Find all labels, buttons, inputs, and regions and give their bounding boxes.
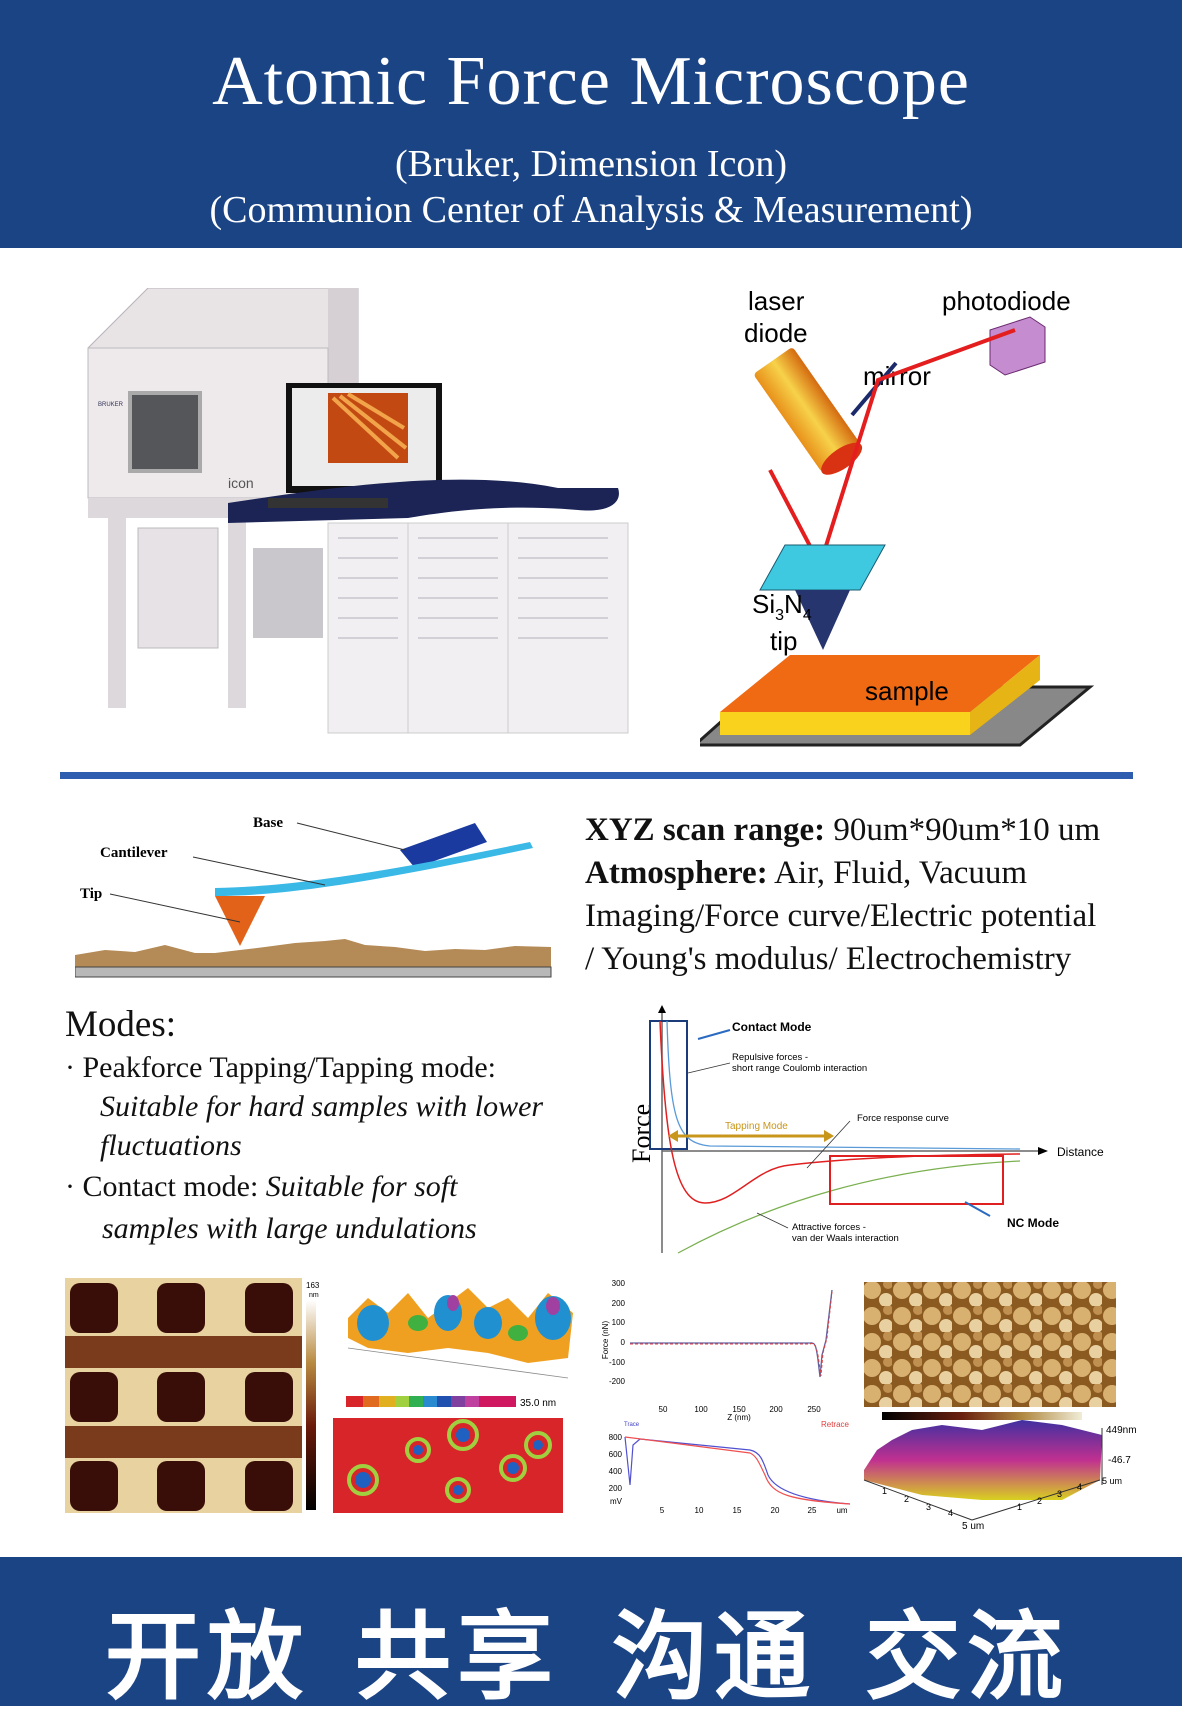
mode-tapping-desc: Suitable for hard samples with lower [100, 1090, 544, 1123]
svg-text:200: 200 [609, 1484, 623, 1493]
afm-3d-color-images: 35.0 nm [333, 1288, 573, 1513]
svg-text:-100: -100 [609, 1358, 626, 1367]
force-curve-plots: 300 200 100 0 -100 -200 Force (nN) 50 100 150 20… [601, 1280, 850, 1515]
svg-text:5: 5 [660, 1506, 665, 1515]
cantilever-diagram: Base Cantilever Tip [75, 815, 552, 978]
svg-text:200: 200 [612, 1299, 626, 1308]
trace-yticks: 800 600 400 200 mV [609, 1433, 623, 1506]
scale-unit-label: nm [309, 1292, 319, 1299]
x-axis-label: Distance [1057, 1145, 1104, 1159]
tip-label: Tip [80, 886, 102, 902]
y-axis-label: Force [627, 1104, 656, 1163]
svg-text:800: 800 [609, 1433, 623, 1442]
mode-tapping: · Peakforce Tapping/Tapping mode: [65, 1051, 496, 1084]
modes-heading: Modes: [65, 1004, 176, 1045]
sample-label: sample [865, 676, 949, 706]
spec-functions: Imaging/Force curve/Electric potential [585, 898, 1097, 934]
svg-text:mV: mV [610, 1497, 623, 1506]
svg-text:3: 3 [926, 1502, 931, 1512]
afm-schematic: laser diode photodiode mirror Si3N4 tip … [700, 286, 1095, 747]
nc-mode-label: NC Mode [1007, 1216, 1059, 1230]
mode-contact-desc: samples with large undulations [102, 1212, 477, 1245]
svg-text:10: 10 [695, 1506, 704, 1515]
attractive-label: Attractive forces - [792, 1222, 866, 1233]
spec-functions-2: / Young's modulus/ Electrochemistry [585, 941, 1072, 977]
svg-text:50: 50 [659, 1405, 668, 1414]
repulsive-label-2: short range Coulomb interaction [732, 1063, 867, 1074]
spec-atmosphere: Atmosphere: Air, Fluid, Vacuum [585, 855, 1028, 891]
svg-text:400: 400 [609, 1467, 623, 1476]
base-label: Base [253, 815, 283, 831]
svg-text:2: 2 [904, 1494, 909, 1504]
poster-title: Atomic Force Microscope [212, 43, 970, 120]
slogan-open: 开放 [105, 1600, 309, 1713]
svg-text:100: 100 [612, 1318, 626, 1327]
svg-text:200: 200 [769, 1405, 783, 1414]
scale-max-label: 163.7 [306, 1281, 320, 1290]
header-banner: Atomic Force Microscope (Bruker, Dimensi… [0, 0, 1182, 248]
brand-label: BRUKER [98, 402, 124, 408]
divider [60, 772, 1133, 779]
afm-topography-images: 449nm -46.7 1 2 3 4 5 um 1 2 3 4 5 um [863, 1282, 1137, 1532]
svg-text:20: 20 [771, 1506, 780, 1515]
svg-text:250: 250 [807, 1405, 821, 1414]
mode-contact: · Contact mode: Suitable for soft [65, 1170, 458, 1203]
svg-text:15: 15 [733, 1506, 742, 1515]
photodiode-label: photodiode [942, 286, 1071, 316]
svg-text:-200: -200 [609, 1377, 626, 1386]
cantilever-label: Cantilever [100, 845, 168, 861]
svg-text:25: 25 [808, 1506, 817, 1515]
slogan-exchange: 交流 [865, 1600, 1069, 1713]
laser-label: laser [748, 286, 805, 316]
svg-text:100: 100 [694, 1405, 708, 1414]
trace-label: Trace [624, 1422, 640, 1428]
trace-xticks: 5 10 15 20 25 um [660, 1506, 848, 1515]
slogan-communicate: 沟通 [612, 1600, 816, 1713]
footer-banner: 开放 共享 沟通 交流 [0, 1557, 1182, 1713]
subtitle-center: (Communion Center of Analysis & Measurem… [209, 189, 973, 231]
svg-text:300: 300 [612, 1280, 626, 1288]
svg-text:um: um [836, 1506, 847, 1515]
z-axis-label: Z (nm) [727, 1413, 751, 1422]
afm-image-grid: 163.7 nm [65, 1278, 320, 1513]
force-axis-label: Force (nN) [601, 1321, 610, 1360]
svg-text:600: 600 [609, 1450, 623, 1459]
tapping-mode-label: Tapping Mode [725, 1121, 788, 1132]
model-label: icon [228, 475, 254, 491]
diode-label: diode [744, 318, 808, 348]
y-axis-ticks: 1 2 3 4 5 um [1017, 1476, 1122, 1512]
force-curve-xticks: 50 100 150 200 250 [659, 1405, 822, 1414]
svg-text:150: 150 [732, 1405, 746, 1414]
svg-text:4: 4 [948, 1508, 953, 1518]
tip-material-label: Si3N4 [752, 589, 812, 624]
retrace-label: Retrace [821, 1420, 850, 1429]
force-curve-yticks: 300 200 100 0 -100 -200 [609, 1280, 626, 1386]
response-curve-label: Force response curve [857, 1113, 949, 1124]
subtitle-instrument: (Bruker, Dimension Icon) [394, 143, 788, 185]
svg-text:2: 2 [1037, 1496, 1042, 1506]
svg-text:4: 4 [1077, 1482, 1082, 1492]
spec-scan-range: XYZ scan range: 90um*90um*10 um [585, 812, 1101, 848]
mode-tapping-desc-2: fluctuations [100, 1129, 242, 1162]
scale-label-35nm: 35.0 nm [520, 1398, 556, 1409]
svg-text:3: 3 [1057, 1489, 1062, 1499]
svg-text:5 um: 5 um [1102, 1476, 1122, 1486]
laser-diode-icon [754, 348, 863, 475]
height-max-label: 449nm [1106, 1425, 1137, 1436]
svg-text:5 um: 5 um [962, 1521, 984, 1532]
attractive-label-2: van der Waals interaction [792, 1233, 899, 1244]
repulsive-label: Repulsive forces - [732, 1052, 808, 1063]
instrument-photo: BRUKER icon [87, 288, 629, 734]
slogan-share: 共享 [355, 1600, 559, 1713]
height-mid-label: -46.7 [1108, 1455, 1131, 1466]
tip-label: tip [770, 626, 797, 656]
force-distance-diagram: Force Distance Tapping Mode Contact Mode… [627, 1005, 1104, 1254]
contact-mode-label: Contact Mode [732, 1020, 812, 1034]
svg-text:0: 0 [621, 1338, 626, 1347]
svg-text:1: 1 [1017, 1502, 1022, 1512]
svg-text:1: 1 [882, 1486, 887, 1496]
x-axis-ticks: 1 2 3 4 5 um [882, 1486, 984, 1532]
